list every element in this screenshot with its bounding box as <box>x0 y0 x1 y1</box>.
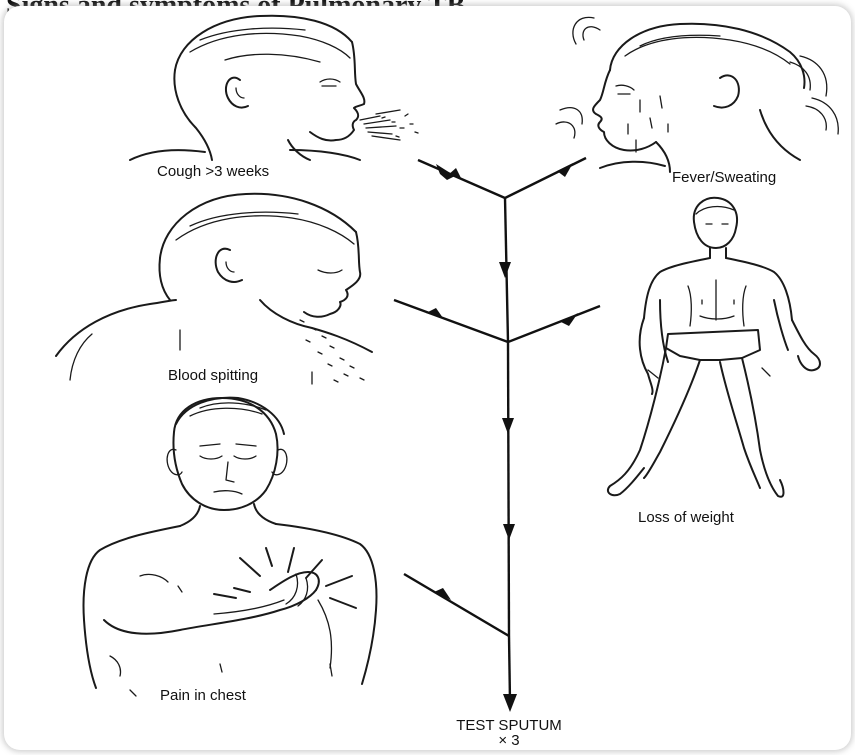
arrowhead-fever <box>557 163 573 177</box>
arrowhead-result <box>503 694 517 712</box>
flow-branch-blood <box>394 300 508 342</box>
arrowhead-trunk-2 <box>502 418 514 434</box>
label-chest-pain: Pain in chest <box>160 688 246 704</box>
result-label: TEST SPUTUM × 3 <box>444 718 574 748</box>
arrowhead-trunk-3 <box>503 524 515 540</box>
result-line-2: × 3 <box>444 733 574 748</box>
flow-branch-chest <box>404 574 509 636</box>
flow-branch-cough <box>418 160 505 198</box>
blood-figure <box>56 194 372 384</box>
arrowhead-blood <box>426 308 443 318</box>
fever-figure <box>556 17 838 172</box>
label-weight-loss: Loss of weight <box>638 510 734 526</box>
flow-arrows <box>394 158 600 712</box>
cough-figure <box>130 16 418 160</box>
flow-trunk-final <box>509 636 510 702</box>
result-line-1: TEST SPUTUM <box>444 718 574 733</box>
label-fever: Fever/Sweating <box>672 170 776 186</box>
label-cough: Cough >3 weeks <box>157 164 269 180</box>
flow-branch-weight <box>508 306 600 342</box>
flow-branch-fever <box>505 158 586 198</box>
chest-pain-figure <box>84 398 377 696</box>
weight-loss-figure <box>608 198 820 497</box>
label-blood: Blood spitting <box>168 368 258 384</box>
arrowhead-trunk-1 <box>499 262 511 278</box>
flow-trunk-lower <box>508 342 509 636</box>
